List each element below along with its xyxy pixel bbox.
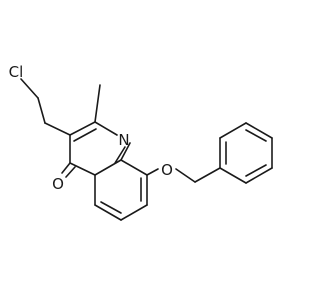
chloroethyl-chain (20, 78, 71, 136)
bond-c4-o (61, 162, 71, 174)
bond-ch2-ch2 (37, 97, 46, 124)
bond-n1-c9a (120, 142, 131, 161)
bond-c9a-n5 (94, 159, 122, 176)
chlorine-atom-label: Cl (9, 63, 24, 81)
bond-c9-c9a (120, 159, 148, 176)
bond-c6-c7 (94, 204, 122, 221)
bond-c7-c8 (120, 204, 148, 221)
bond-c4-o-double (65, 166, 76, 178)
nitrogen-atom-label: N (118, 131, 129, 149)
bond-c2-n1 (94, 121, 118, 136)
bond-c6-c7-inner (100, 201, 122, 214)
bond-n1-c9a-inner (114, 146, 126, 164)
bond-ch2-ph (194, 167, 221, 183)
bond-ch2-c3 (44, 122, 71, 136)
bond-c3-c2 (69, 121, 96, 136)
bond-ph-5-inner (245, 164, 267, 177)
pyrimidinone-ring (69, 121, 131, 176)
bond-c9-o (146, 168, 159, 176)
ether-oxygen-label: O (161, 161, 173, 179)
bond-ph-3-inner (245, 129, 267, 142)
bond-n5-c4 (69, 162, 96, 176)
bond-ph-6 (219, 167, 247, 184)
bond-c2-methyl (94, 84, 101, 123)
carbonyl-oxygen-label: O (52, 175, 64, 193)
benzyloxy-group (146, 167, 221, 183)
bond-ph-2 (219, 122, 247, 139)
phenyl-ring (219, 122, 273, 184)
pyridine-ring (94, 159, 148, 221)
bond-cl-ch2 (20, 78, 39, 99)
carbonyl-group (61, 162, 76, 178)
bond-ph-3 (245, 122, 273, 139)
bond-c3-c2-inner (73, 128, 97, 142)
chemical-structure-diagram: Cl N O O (9, 63, 273, 221)
bond-o-ch2 (175, 168, 196, 183)
bond-ph-5 (245, 167, 273, 184)
